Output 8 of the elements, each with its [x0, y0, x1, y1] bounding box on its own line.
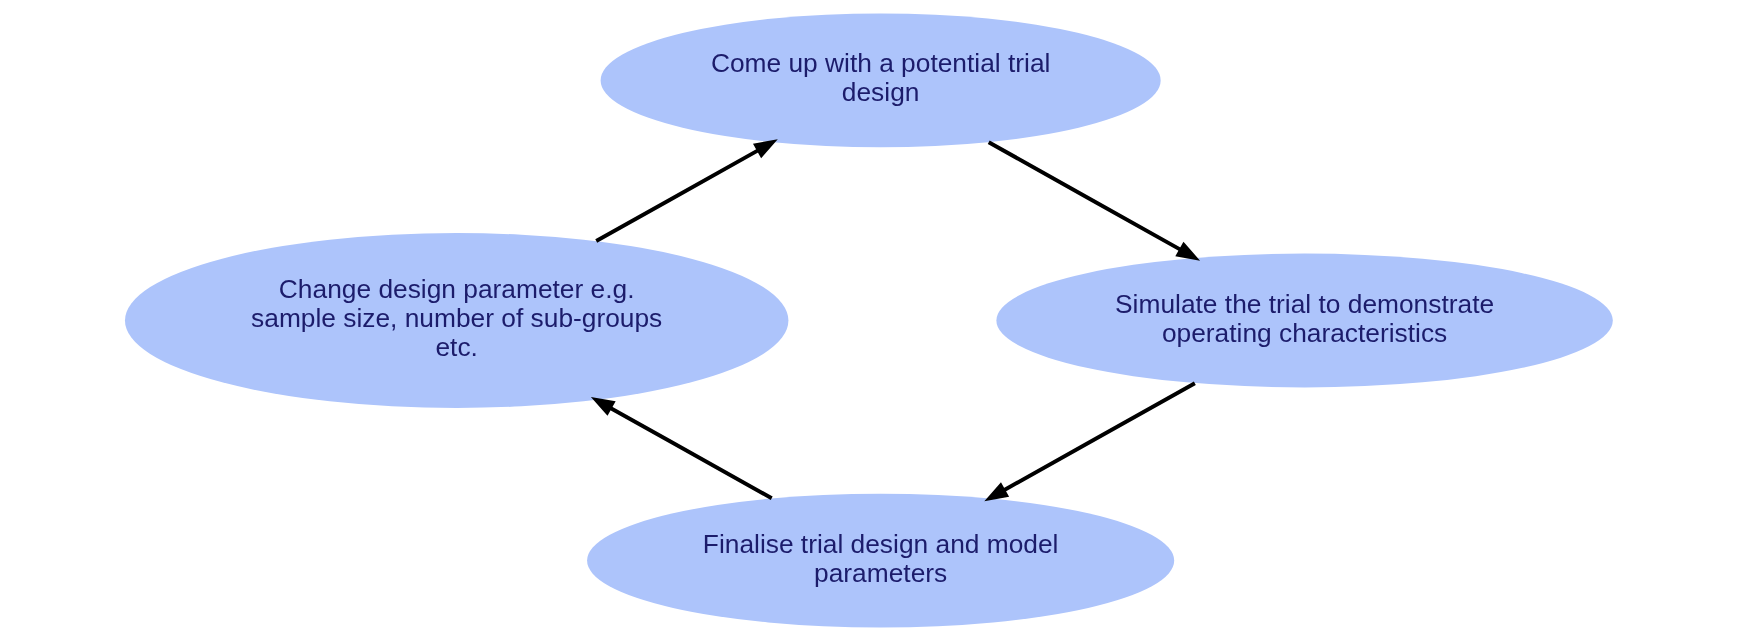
arrow: [983, 381, 1196, 502]
arrow: [590, 396, 773, 500]
node-ellipse: Simulate the trial to demonstrate operating characteristics: [995, 253, 1613, 388]
node-ellipse: Come up with a potential trial design: [600, 13, 1161, 148]
node-ellipse: Change design parameter e.g. sample size, number of sub-groups etc.: [124, 233, 788, 408]
node-ellipse: Finalise trial design and model parameters: [586, 493, 1174, 628]
arrow: [594, 139, 778, 243]
arrow: [987, 140, 1200, 261]
